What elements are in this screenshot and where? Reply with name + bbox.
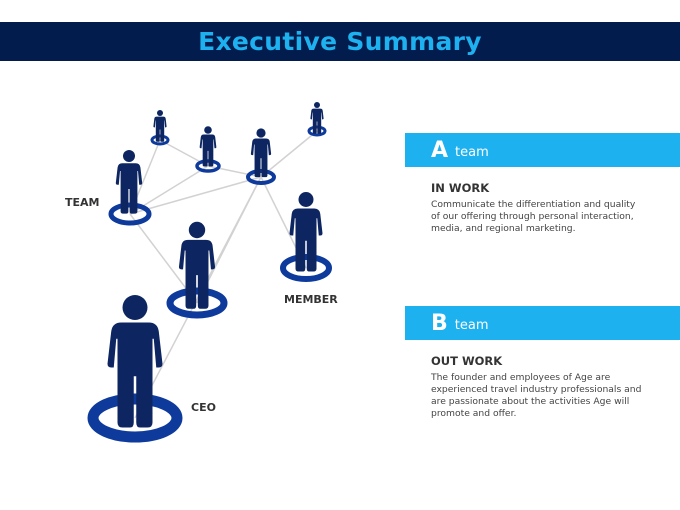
ring-icon bbox=[307, 125, 327, 137]
in-work-heading: IN WORK bbox=[431, 181, 490, 195]
team-a-bar: A team bbox=[405, 133, 680, 167]
ring-icon bbox=[246, 169, 276, 185]
network-svg bbox=[87, 102, 332, 443]
ring-icon bbox=[166, 287, 228, 319]
out-work-heading: OUT WORK bbox=[431, 354, 503, 368]
team-b-word: team bbox=[454, 317, 489, 333]
rings bbox=[87, 125, 332, 443]
out-work-text: The founder and employees of Age are exp… bbox=[431, 372, 642, 419]
team-label: TEAM bbox=[65, 196, 100, 209]
member-label: MEMBER bbox=[284, 293, 338, 306]
team-b-letter: B bbox=[431, 310, 448, 336]
team-a-word: team bbox=[455, 144, 489, 160]
ceo-label: CEO bbox=[191, 401, 216, 414]
ring-icon bbox=[280, 254, 332, 282]
ring-icon bbox=[87, 393, 183, 443]
ring-icon bbox=[150, 134, 170, 146]
in-work-text: Communicate the differentiation and qual… bbox=[431, 199, 636, 234]
page-title: Executive Summary bbox=[198, 27, 482, 56]
network-diagram: TEAM MEMBER CEO bbox=[0, 80, 400, 460]
team-b-bar: B team bbox=[405, 306, 680, 340]
team-a-letter: A bbox=[431, 137, 449, 163]
title-bar: Executive Summary bbox=[0, 22, 680, 61]
ring-icon bbox=[195, 159, 221, 173]
person-icon bbox=[107, 295, 163, 428]
